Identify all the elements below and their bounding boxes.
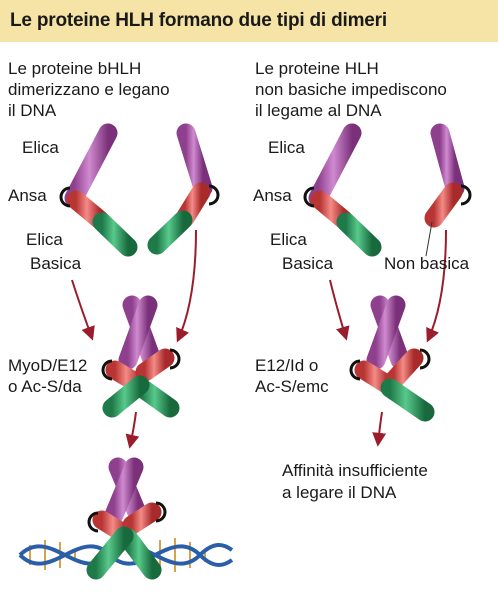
- arrow-to-dimer: [329, 279, 350, 341]
- arrow-to-dimer: [176, 229, 197, 343]
- left-dimer-line: MyoD/E12: [8, 356, 88, 375]
- dna-bound-dimer: [86, 457, 167, 580]
- left-caption: Le proteine bHLH dimerizzano e legano il…: [8, 58, 170, 121]
- left-monomer-2: [147, 123, 220, 255]
- label-non-basic: Non basica: [384, 254, 470, 273]
- left-dimer-line: o Ac-S/da: [8, 377, 82, 396]
- arrow-to-dimer: [71, 279, 95, 341]
- arrow-to-dimer: [426, 229, 447, 343]
- right-dimer: [349, 295, 435, 422]
- result-line: a legare il DNA: [282, 483, 397, 502]
- label-helix-bottom: Elica: [26, 230, 63, 249]
- label-helix-top: Elica: [22, 138, 59, 157]
- result-line: Affinità insufficiente: [282, 461, 428, 480]
- left-caption-line: Le proteine bHLH: [8, 59, 142, 78]
- label-left-dimer: MyoD/E12 o Ac-S/da: [8, 355, 87, 397]
- figure-title: Le proteine HLH formano due tipi di dime…: [10, 10, 387, 31]
- right-monomer-basic: [303, 123, 382, 257]
- right-caption-line: il legame al DNA: [255, 101, 382, 120]
- left-caption-line: dimerizzano e legano: [8, 80, 170, 99]
- right-caption-line: Le proteine HLH: [255, 59, 379, 78]
- label-result: Affinità insufficiente a legare il DNA: [282, 460, 428, 504]
- label-basic: Basica: [30, 254, 82, 273]
- label-basic: Basica: [282, 254, 334, 273]
- label-loop: Ansa: [8, 186, 47, 205]
- pointer-line: [425, 221, 433, 257]
- right-dimer-line: Ac-S/emc: [255, 377, 329, 396]
- left-monomer-1: [59, 123, 138, 257]
- arrow-to-result: [372, 411, 387, 447]
- right-caption-line: non basiche impediscono: [255, 80, 447, 99]
- right-monomer-nonbasic: [424, 123, 472, 228]
- right-caption: Le proteine HLH non basiche impediscono …: [255, 58, 447, 121]
- label-helix-bottom: Elica: [270, 230, 307, 249]
- label-loop: Ansa: [253, 186, 292, 205]
- right-dimer-line: E12/Id o: [255, 356, 319, 375]
- arrow-to-dna: [125, 411, 140, 449]
- loop-ring: [59, 186, 71, 208]
- left-dimer: [101, 295, 181, 418]
- label-helix-top: Elica: [268, 138, 305, 157]
- title-bar: [0, 0, 498, 42]
- left-caption-line: il DNA: [8, 101, 57, 120]
- loop-ring: [208, 184, 220, 206]
- label-right-dimer: E12/Id o Ac-S/emc: [255, 355, 329, 397]
